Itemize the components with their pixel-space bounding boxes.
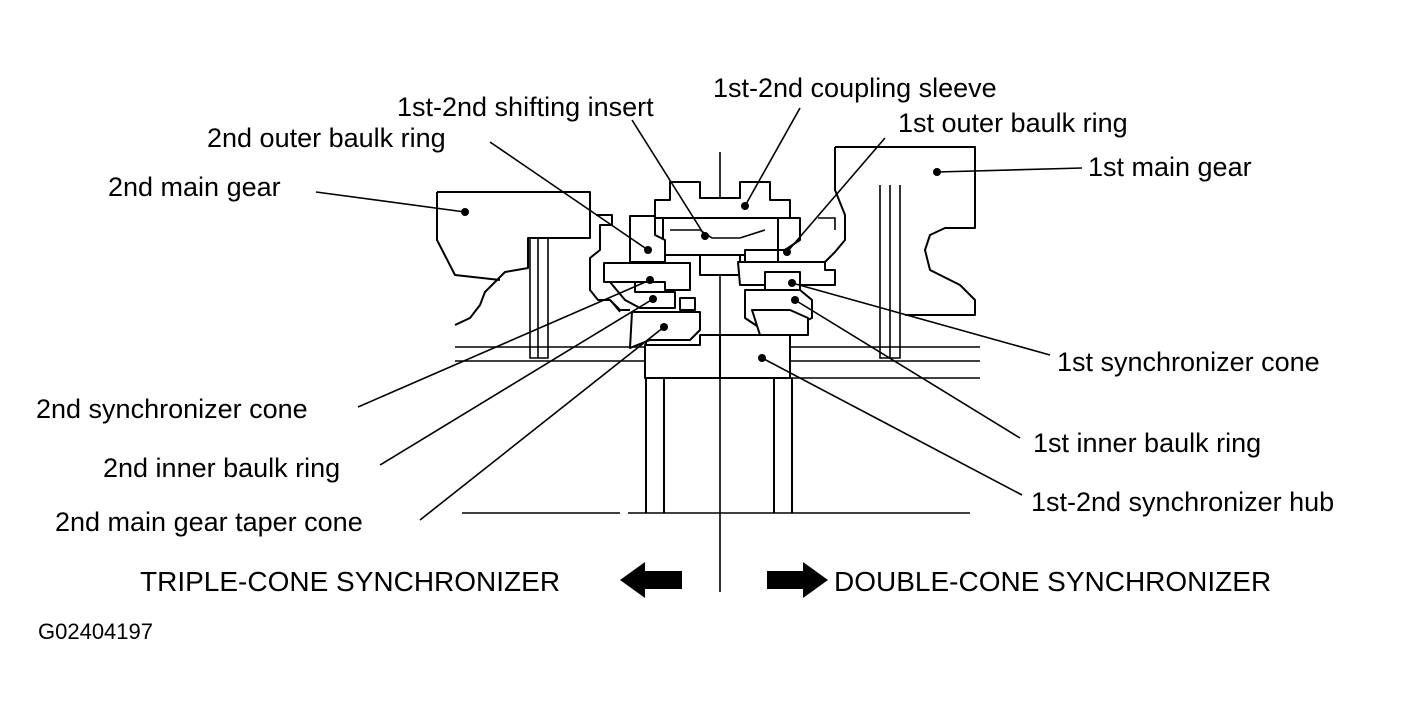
label-shifting-insert: 1st-2nd shifting insert bbox=[397, 92, 654, 122]
second-main-gear-shape bbox=[436, 191, 630, 359]
caption-double-cone: DOUBLE-CONE SYNCHRONIZER bbox=[834, 566, 1271, 597]
arrow-right-icon bbox=[767, 562, 828, 598]
label-synchronizer-hub: 1st-2nd synchronizer hub bbox=[1031, 487, 1334, 517]
figure-id: G02404197 bbox=[38, 619, 153, 644]
label-second-outer-baulk-ring: 2nd outer baulk ring bbox=[207, 123, 446, 153]
label-first-outer-baulk-ring: 1st outer baulk ring bbox=[898, 108, 1128, 138]
label-first-main-gear: 1st main gear bbox=[1088, 152, 1252, 182]
synchronizer-hub-shape bbox=[644, 334, 793, 513]
caption-triple-cone: TRIPLE-CONE SYNCHRONIZER bbox=[140, 566, 560, 597]
label-second-main-gear: 2nd main gear bbox=[108, 172, 281, 202]
label-second-main-gear-taper-cone: 2nd main gear taper cone bbox=[55, 507, 363, 537]
right-synchronizer-stack bbox=[737, 217, 836, 336]
arrow-left-icon bbox=[620, 562, 682, 598]
label-second-synchronizer-cone: 2nd synchronizer cone bbox=[36, 394, 308, 424]
label-second-inner-baulk-ring: 2nd inner baulk ring bbox=[103, 453, 340, 483]
label-first-synchronizer-cone: 1st synchronizer cone bbox=[1057, 347, 1320, 377]
leader-lines bbox=[315, 107, 1083, 521]
label-first-inner-baulk-ring: 1st inner baulk ring bbox=[1033, 428, 1261, 458]
label-coupling-sleeve: 1st-2nd coupling sleeve bbox=[713, 73, 997, 103]
